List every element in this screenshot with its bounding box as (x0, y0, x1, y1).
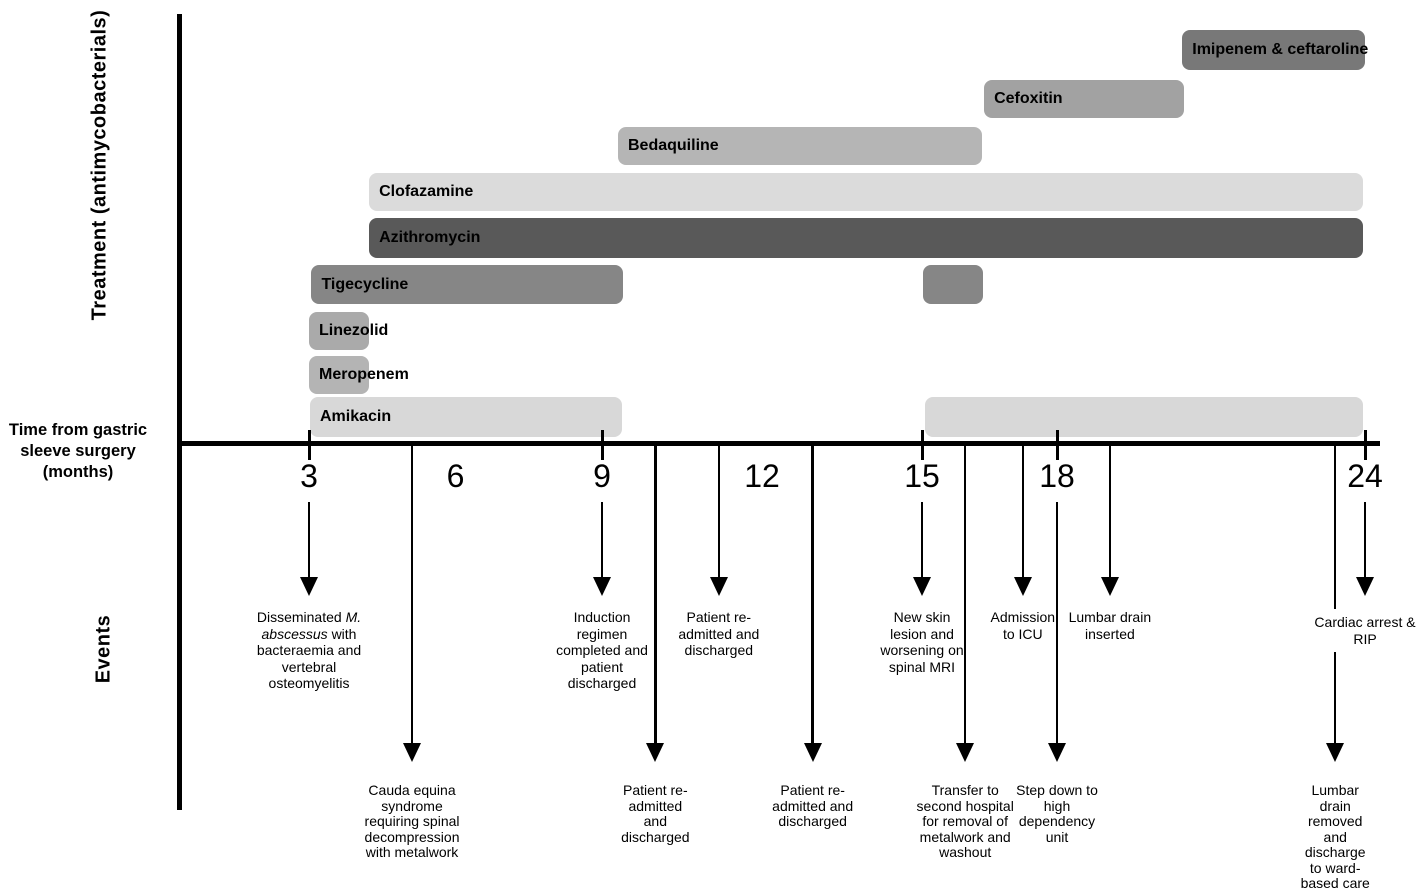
event-arrowhead (403, 743, 422, 762)
axis-tick (1363, 430, 1367, 460)
event-arrowhead (803, 743, 822, 762)
event-arrow-line (307, 502, 311, 577)
axis-tick (920, 430, 924, 460)
axis-tick (1055, 430, 1059, 460)
treatment-bar-label: Linezolid (319, 322, 389, 339)
event-arrowhead (709, 577, 728, 596)
treatment-bar-label: Azithromycin (379, 229, 481, 246)
treatment-bar-amikacin: Amikacin (309, 397, 622, 437)
x-axis-line (177, 441, 1380, 446)
event-arrowhead (1356, 577, 1374, 596)
event-arrowhead (1100, 577, 1119, 596)
event-arrow-line (920, 502, 924, 577)
treatment-bar-bedaquiline: Bedaquiline (618, 127, 982, 165)
event-arrow-line (600, 502, 604, 577)
axis-tick (600, 430, 604, 460)
event-arrow-line (964, 446, 967, 743)
axis-tick-label: 15 (904, 458, 940, 494)
treatment-bar-clofazamine: Clofazamine (369, 173, 1363, 211)
event-arrow-line (1021, 446, 1024, 577)
event-arrow-line (811, 446, 814, 743)
event-arrowhead (913, 577, 931, 596)
treatment-bar-label: Amikacin (319, 408, 392, 425)
axis-tick-label: 12 (744, 458, 780, 494)
treatment-bar-label: Bedaquiline (628, 137, 719, 154)
axis-tick-label: 6 (446, 458, 465, 494)
treatment-bar-imipenem-ceftaroline: Imipenem & ceftaroline (1182, 30, 1369, 70)
event-arrow-line (1334, 446, 1337, 743)
treatment-bar-cefoxitin: Cefoxitin (984, 80, 1184, 118)
treatment-bar-label: Cefoxitin (994, 90, 1063, 107)
events-axis-label: Events (92, 614, 115, 684)
event-arrow-line (654, 446, 657, 743)
treatment-bar-meropenem: Meropenem (309, 356, 409, 394)
treatment-bar-label: Meropenem (319, 366, 409, 383)
event-arrow-line (717, 446, 720, 577)
treatment-bar-tigecycline (922, 265, 984, 304)
event-arrowhead (300, 577, 318, 596)
treatment-bar-label: Imipenem & ceftaroline (1192, 41, 1369, 58)
event-label: Cardiac arrest &RIP (1308, 609, 1416, 652)
treatment-bar-tigecycline: Tigecycline (311, 265, 623, 304)
event-arrow-line (1363, 502, 1367, 577)
treatment-bar-amikacin (925, 397, 1363, 437)
treatment-axis-label: Treatment (antimycobacterials) (88, 9, 111, 321)
event-arrowhead (1013, 577, 1032, 596)
event-arrow-line (1055, 502, 1059, 743)
axis-tick-label: 9 (593, 458, 611, 494)
event-arrow-line (410, 446, 414, 743)
axis-tick-label: 3 (300, 458, 318, 494)
treatment-bar-linezolid: Linezolid (309, 312, 388, 350)
event-arrowhead (956, 743, 975, 762)
axis-tick (307, 430, 311, 460)
axis-tick-label: 18 (1039, 458, 1075, 494)
event-arrowhead (593, 577, 611, 596)
treatment-bar-azithromycin: Azithromycin (369, 218, 1363, 258)
event-arrow-line (1108, 446, 1112, 577)
treatment-bar-label: Clofazamine (379, 183, 474, 200)
axis-tick-label: 24 (1347, 458, 1383, 494)
event-arrowhead (1326, 743, 1345, 762)
treatment-bar-label: Tigecycline (321, 275, 409, 293)
event-arrowhead (1048, 743, 1066, 762)
event-arrowhead (646, 743, 665, 762)
y-axis-line (177, 14, 182, 810)
x-axis-label: Time from gastric sleeve surgery (months… (8, 421, 148, 481)
